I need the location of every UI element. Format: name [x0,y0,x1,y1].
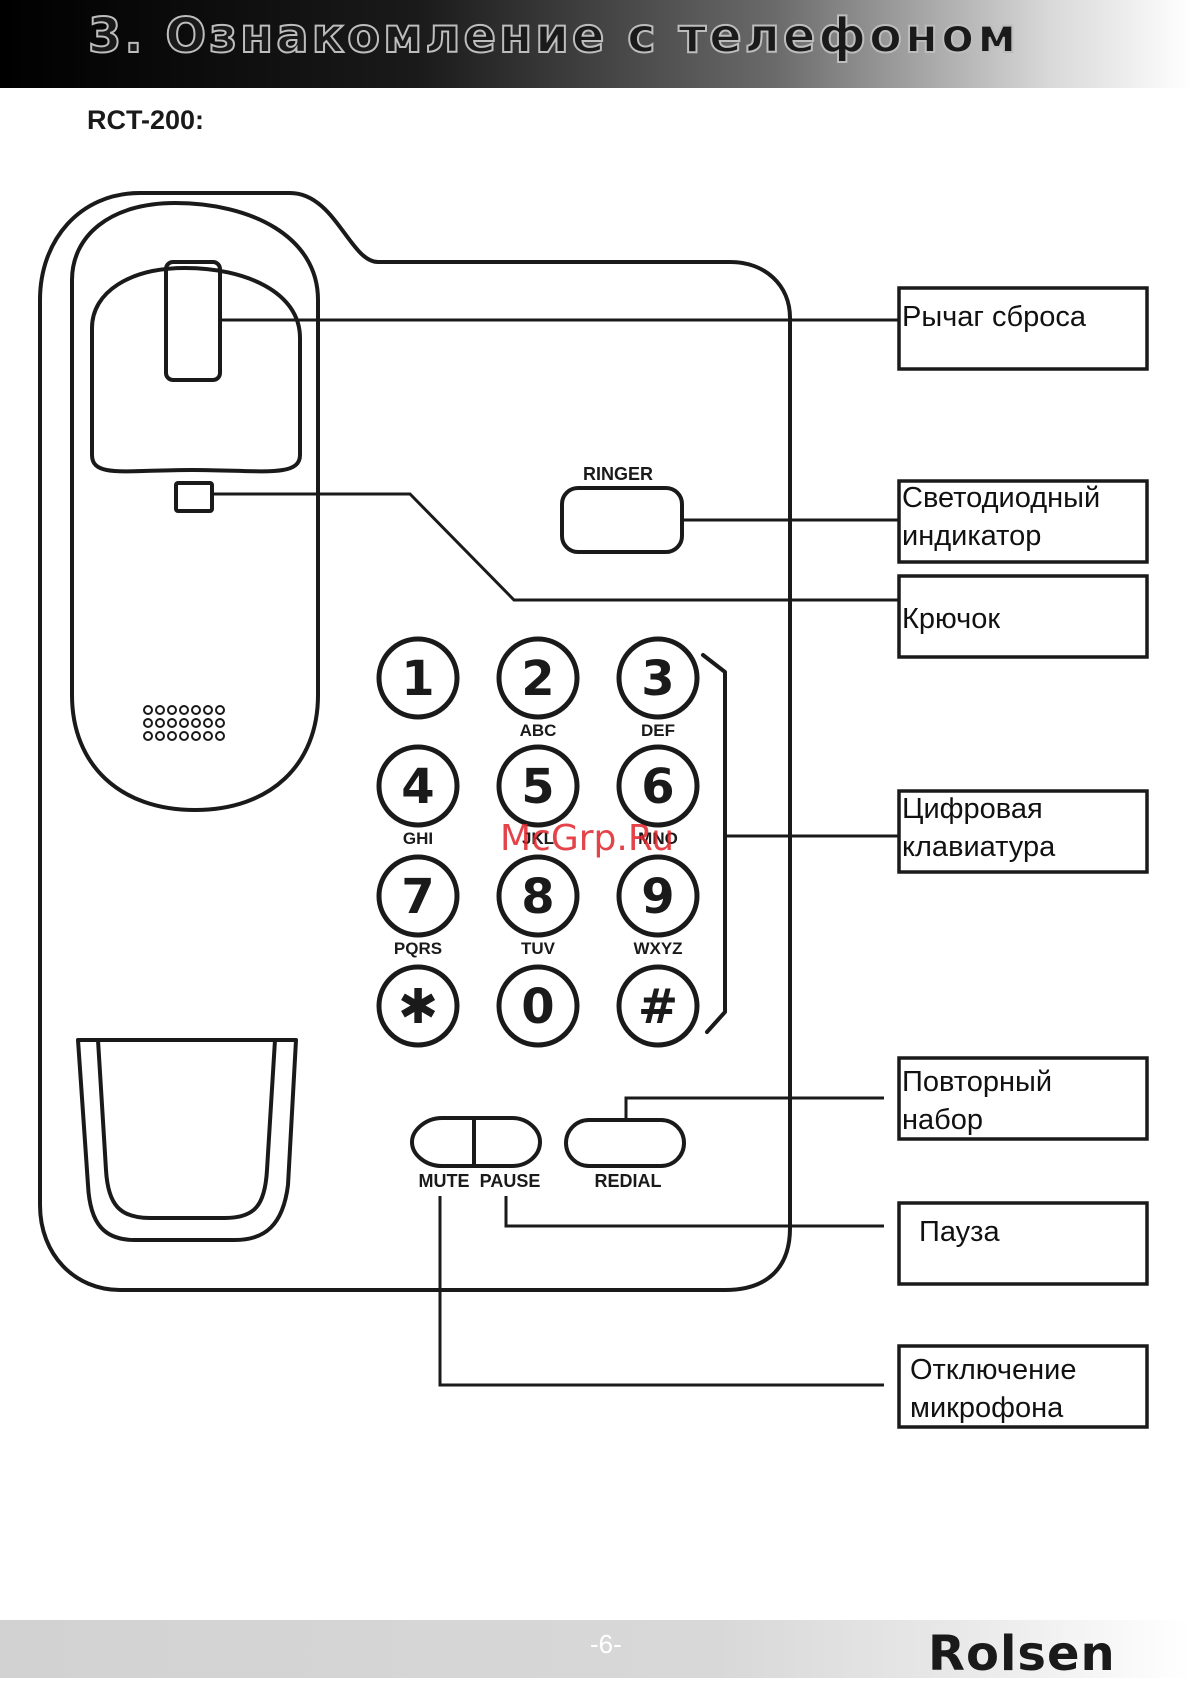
callout-redial-line1: Повторный [902,1063,1052,1101]
mute-label: MUTE [419,1171,470,1191]
speaker-hole [156,719,164,727]
key-digit: 4 [401,759,434,815]
speaker-hole [204,732,212,740]
handset-cradle [92,268,300,471]
speaker-hole [204,706,212,714]
key-digit: ✱ [398,979,438,1035]
callout-led-line2: индикатор [902,517,1041,555]
speaker-hole [168,706,176,714]
page-number: -6- [590,1629,622,1660]
speaker-hole [192,732,200,740]
speaker-hole [144,719,152,727]
callout-keypad-line2: клавиатура [902,828,1055,866]
speaker-hole [156,732,164,740]
speaker-hole [204,719,212,727]
callout-redial-line2: набор [902,1101,983,1139]
handset-stand [78,1040,296,1240]
callout-keypad-line1: Цифровая [902,790,1043,828]
key-letters: WXYZ [633,939,682,958]
key-digit: 6 [641,759,674,815]
key-digit: 0 [521,979,554,1035]
speaker-hole [144,732,152,740]
key-digit: 8 [521,869,554,925]
redial-button [566,1120,684,1166]
speaker-hole [180,706,188,714]
key-digit: 7 [401,869,434,925]
ringer-label: RINGER [583,464,653,484]
key-digit: 1 [401,651,434,707]
speaker-hole [144,706,152,714]
hook-switch [166,262,220,380]
watermark: McGrp.Ru [500,818,674,859]
key-12[interactable]: # [619,967,697,1045]
key-11[interactable]: 0 [499,967,577,1045]
key-digit: 3 [641,651,674,707]
ringer-led [562,488,682,552]
key-letters: DEF [641,721,675,740]
key-digit: 5 [521,759,554,815]
speaker-hole [216,706,224,714]
key-1[interactable]: 1 [379,639,457,717]
key-letters: PQRS [394,939,442,958]
keypad-bracket [703,655,725,1032]
leader-redial [626,1098,884,1120]
speaker-hole [216,719,224,727]
hook [176,483,212,511]
callout-hook: Крючок [902,600,1000,638]
speaker-hole [180,732,188,740]
callout-hook-switch: Рычаг сброса [902,298,1086,336]
pause-label: PAUSE [480,1171,541,1191]
brand-logo: Rolsen [928,1626,1116,1682]
speaker-grille [144,706,224,740]
key-letters: GHI [403,829,433,848]
key-letters: ABC [520,721,557,740]
callout-pause: Пауза [919,1213,1000,1251]
leader-hook [212,494,900,600]
callout-mute-line2: микрофона [910,1389,1063,1427]
speaker-hole [192,706,200,714]
leader-pause [506,1196,884,1226]
speaker-hole [192,719,200,727]
key-digit: 2 [521,651,554,707]
speaker-hole [216,732,224,740]
key-10[interactable]: ✱ [379,967,457,1045]
callout-mute-line1: Отключение [910,1351,1076,1389]
speaker-hole [168,732,176,740]
callout-led-line1: Светодиодный [902,479,1100,517]
key-digit: # [638,979,678,1035]
redial-label: REDIAL [595,1171,662,1191]
speaker-hole [168,719,176,727]
key-letters: TUV [521,939,556,958]
key-digit: 9 [641,869,674,925]
speaker-hole [156,706,164,714]
speaker-hole [180,719,188,727]
